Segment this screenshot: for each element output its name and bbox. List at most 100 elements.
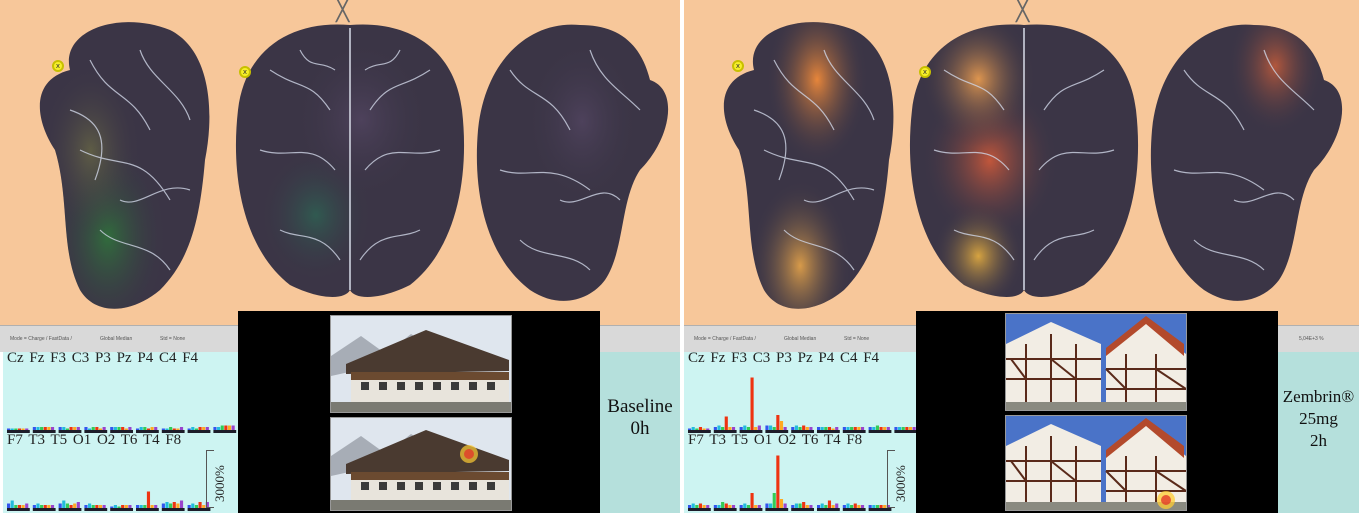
channel-bar xyxy=(25,503,29,508)
channel-bar xyxy=(875,425,879,430)
median-text: Global Median xyxy=(100,336,133,342)
brain-views xyxy=(39,22,669,309)
channel-bar xyxy=(165,502,169,508)
channel-bar xyxy=(731,427,736,430)
channel-bar xyxy=(827,500,832,508)
channel-bar xyxy=(179,427,184,430)
channel-baseline xyxy=(84,430,108,433)
channel-bar xyxy=(110,506,114,508)
channel-bar xyxy=(894,427,898,430)
electrode-marker[interactable]: x xyxy=(732,60,744,72)
channel-bar xyxy=(95,505,99,508)
channel-bar xyxy=(805,427,809,430)
electrode-marker[interactable]: x xyxy=(239,66,251,78)
channel-bar xyxy=(113,427,117,430)
channel-bar xyxy=(754,427,758,430)
channel-bar xyxy=(746,427,750,430)
condition-line: 0h xyxy=(630,418,650,439)
channel-bar xyxy=(47,427,51,430)
channel-bar xyxy=(879,505,883,508)
brain-right-lateral xyxy=(476,24,669,301)
channel-bar xyxy=(850,505,854,508)
channel-bar xyxy=(91,505,95,508)
channel-bar xyxy=(117,506,121,508)
channel-bar xyxy=(76,427,80,430)
channel-baseline xyxy=(7,508,30,511)
channel-bar xyxy=(698,503,703,508)
channel-baseline xyxy=(842,430,866,433)
channel-bar xyxy=(698,427,703,430)
channel-bar xyxy=(702,505,706,508)
channel-bar xyxy=(17,428,22,430)
channel-bar xyxy=(886,505,890,508)
channel-baseline xyxy=(7,430,30,433)
channel-bar-charts xyxy=(688,377,916,511)
brain-map-area: ╳ xyxy=(684,0,1359,325)
baseline-panel: ╳ xyxy=(0,0,680,513)
channel-bar xyxy=(721,427,725,430)
channel-bar xyxy=(691,427,695,430)
channel-bar xyxy=(161,428,165,430)
channel-baseline xyxy=(110,430,133,433)
channel-bar xyxy=(14,428,18,430)
channel-bar xyxy=(84,427,88,430)
channel-bar xyxy=(231,425,235,430)
close-icon[interactable]: ╳ xyxy=(1016,0,1030,23)
scale-value-text: 5,04E+3 % xyxy=(1299,336,1324,342)
channel-bar xyxy=(879,427,883,430)
condition-label: Zembrin® 25mg 2h xyxy=(1278,352,1359,513)
channel-baseline xyxy=(868,508,892,511)
channel-bar xyxy=(860,505,865,508)
channel-bar xyxy=(128,427,132,430)
std-text: Std = None xyxy=(844,336,870,342)
channel-bar xyxy=(124,505,128,508)
channel-bar xyxy=(43,505,47,508)
channel-bar xyxy=(883,427,887,430)
close-icon[interactable]: ╳ xyxy=(336,0,350,23)
channel-bar xyxy=(783,427,787,430)
channel-baseline xyxy=(161,508,185,511)
channel-bar xyxy=(143,505,147,508)
channel-baseline xyxy=(739,430,763,433)
channel-bar xyxy=(139,505,143,508)
channel-bar xyxy=(98,505,103,508)
channel-bar xyxy=(824,505,828,508)
channel-bar xyxy=(73,503,77,508)
channel-bar xyxy=(58,503,62,508)
channel-baseline xyxy=(713,430,737,433)
channel-bar xyxy=(820,503,824,508)
channel-labels-row1: Cz Fz F3 C3 P3 Pz P4 C4 F4 xyxy=(688,350,880,366)
channel-bar xyxy=(146,428,151,430)
channel-bar xyxy=(772,493,776,508)
stimulus-photo-original xyxy=(330,315,512,413)
brain-left-lateral xyxy=(39,22,210,309)
channel-bar xyxy=(776,415,780,430)
channel-bar xyxy=(691,503,695,508)
channel-bar xyxy=(798,427,802,430)
channel-bar xyxy=(161,503,165,508)
channel-bar xyxy=(842,505,846,508)
channel-bar xyxy=(191,503,195,508)
channel-bar xyxy=(172,502,176,508)
electrode-marker[interactable]: x xyxy=(919,66,931,78)
channel-bar xyxy=(10,428,14,430)
electrode-marker[interactable]: x xyxy=(52,60,64,72)
brain-left-lateral xyxy=(723,22,894,309)
channel-bar xyxy=(802,502,806,508)
scale-bracket xyxy=(206,450,214,508)
channel-bar xyxy=(824,427,828,430)
channel-bar xyxy=(731,505,736,508)
channel-bar xyxy=(65,428,69,430)
channel-bar xyxy=(187,428,191,430)
channel-bar xyxy=(794,425,798,430)
condition-line: 2h xyxy=(1310,431,1327,450)
channel-bar xyxy=(128,505,132,508)
channel-bar xyxy=(872,505,876,508)
scale-bracket xyxy=(887,450,895,508)
channel-bar xyxy=(868,505,872,508)
channel-bar xyxy=(25,428,29,430)
channel-baseline xyxy=(58,430,82,433)
channel-bar xyxy=(757,425,761,430)
scale-label: 3000% xyxy=(893,465,908,502)
channel-bar xyxy=(32,505,36,508)
